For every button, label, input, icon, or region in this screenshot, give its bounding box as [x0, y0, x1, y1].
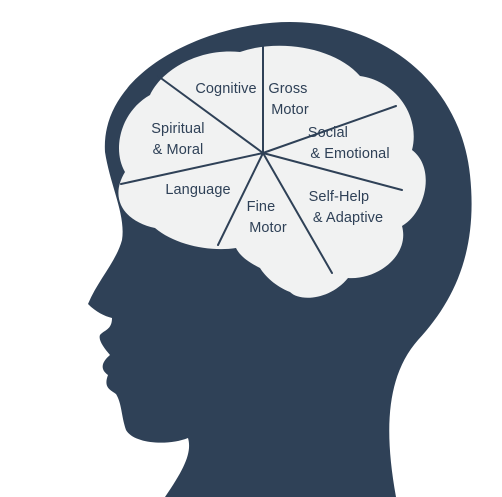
- divider-line: [262, 105, 397, 154]
- segment-labels: Gross Motor Social & Emotional Self-Help…: [151, 81, 389, 236]
- divider-line: [217, 152, 264, 246]
- label-cognitive: Cognitive: [195, 81, 256, 97]
- label-gross-motor: Gross Motor: [268, 81, 311, 118]
- divider-line: [120, 152, 264, 185]
- brain-shape: [118, 45, 426, 298]
- label-spiritual-moral: Spiritual & Moral: [151, 121, 208, 158]
- label-fine-motor: Fine Motor: [247, 199, 287, 236]
- label-language: Language: [165, 182, 230, 198]
- divider-line: [262, 152, 403, 191]
- divider-line: [262, 152, 333, 274]
- segment-dividers: [120, 45, 403, 274]
- divider-line: [157, 75, 264, 154]
- label-social-emotional: Social & Emotional: [308, 125, 390, 162]
- label-self-help-adaptive: Self-Help & Adaptive: [309, 189, 384, 226]
